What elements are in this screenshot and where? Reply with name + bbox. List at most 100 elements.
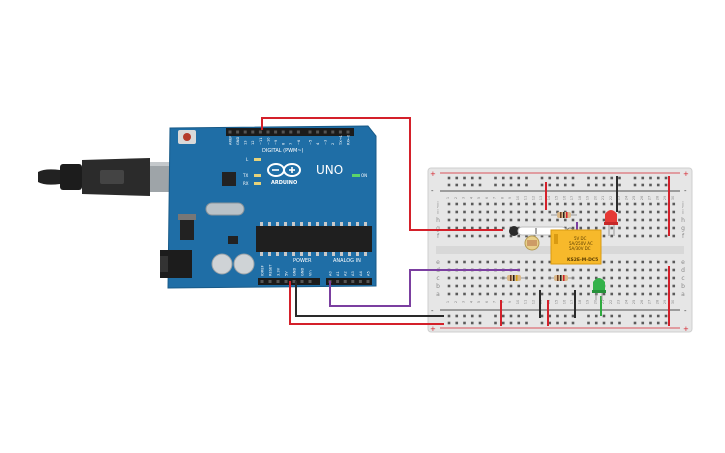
column-label: 30 [671, 195, 675, 200]
relay-part: KS2E-M-DC5 [567, 257, 598, 263]
digital-pin-label: ~5 [308, 140, 312, 145]
power-label: POWER [293, 258, 312, 264]
row-label: b [436, 283, 440, 290]
resistor [551, 212, 577, 218]
capacitor [211, 253, 233, 275]
relay: 5V DC 5A/250V AC 5A/30V DC KS2E-M-DC5 [550, 229, 602, 265]
row-label: f [437, 233, 440, 240]
row-label: a [436, 291, 440, 298]
column-label: 23 [617, 196, 621, 201]
relay-line: 5A/250V AC [569, 241, 593, 246]
column-label: 11 [524, 196, 528, 201]
digital-pin-label: 12 [251, 140, 255, 145]
digital-pin-label: 4 [316, 142, 320, 145]
column-label: 21 [601, 196, 605, 201]
column-label: 7 [493, 197, 497, 199]
column-label: 22 [609, 300, 613, 305]
power-pin-label: GND [300, 268, 304, 276]
column-label: 19 [586, 299, 590, 304]
column-label: 24 [624, 195, 628, 200]
column-label: 16 [562, 299, 566, 304]
rail-plus-symbol: + [430, 325, 436, 333]
column-label: 20 [593, 195, 597, 200]
column-label: 18 [578, 299, 582, 304]
column-label: 10 [516, 195, 520, 200]
column-label: 6 [485, 300, 489, 303]
column-label: 9 [508, 196, 512, 199]
wire-black-gnd [295, 281, 444, 317]
column-label: 27 [648, 196, 652, 201]
capacitor [233, 253, 255, 275]
crystal [205, 202, 245, 216]
power-pin-label: GND [292, 268, 296, 276]
brand-label: ARDUINO [271, 180, 297, 186]
led-green [592, 278, 606, 300]
wire-red-5v [289, 281, 444, 325]
analog-pin-label: A3 [351, 271, 355, 276]
wire-red-signal [261, 117, 503, 231]
column-label: 15 [555, 196, 559, 201]
column-label: 2 [454, 197, 458, 199]
column-label: 12 [531, 300, 535, 305]
wires [261, 117, 670, 326]
column-label: 13 [539, 196, 543, 201]
column-label: 10 [516, 299, 520, 304]
column-label: 11 [524, 300, 528, 305]
power-pin-label: Vin [308, 270, 312, 276]
digital-pin-label: 8 [282, 142, 286, 145]
column-label: 28 [655, 195, 659, 200]
column-label: 8 [500, 196, 504, 199]
column-label: 17 [570, 196, 574, 201]
atmega-chip [256, 226, 372, 252]
row-label: j [681, 201, 684, 208]
column-label: 17 [570, 300, 574, 305]
power-pin-label: 5V [284, 271, 288, 276]
digital-pin-label: ~11 [259, 137, 263, 145]
column-label: 3 [462, 197, 466, 199]
column-label: 5 [477, 197, 481, 199]
row-label: j [436, 201, 439, 208]
column-label: 14 [547, 195, 551, 200]
column-label: 23 [617, 300, 621, 305]
digital-pin-label: RX←0 [346, 134, 350, 145]
row-label: c [436, 275, 439, 282]
column-label: 3 [462, 301, 466, 303]
power-pin-label: IOREF [260, 265, 264, 276]
rail-plus-symbol: + [683, 325, 689, 333]
column-label: 30 [671, 299, 675, 304]
row-label: a [681, 291, 685, 298]
column-label: 1 [446, 301, 450, 303]
column-label: 12 [531, 196, 535, 201]
rail-plus-symbol: + [430, 170, 436, 178]
row-label: i [682, 209, 684, 216]
model-label: UNO [316, 163, 343, 177]
rail-minus-symbol: - [684, 307, 687, 315]
column-label: 4 [469, 300, 473, 303]
arduino-logo [267, 163, 301, 177]
rail-minus-symbol: - [431, 307, 434, 315]
column-label: 25 [632, 300, 636, 305]
usb-chip [222, 172, 236, 186]
column-label: 26 [640, 195, 644, 200]
row-label: e [436, 259, 440, 266]
power-pin-label: 3.3V [276, 267, 280, 276]
digital-pin-label: AREF [228, 136, 232, 145]
column-label: 26 [640, 299, 644, 304]
photoresistor [524, 235, 540, 251]
digital-pin-label: GND [236, 137, 240, 145]
column-label: 29 [663, 299, 667, 304]
digital-pin-label: ~3 [324, 140, 328, 145]
column-label: 24 [624, 299, 628, 304]
components: 5V DC 5A/250V AC 5A/30V DC KS2E-M-DC5 [500, 210, 618, 300]
digital-pin-label: ~10 [266, 137, 270, 145]
led-on-label: ON [361, 173, 367, 178]
relay-line: 5A/30V DC [569, 246, 591, 251]
column-label: 4 [469, 196, 473, 199]
led-rx-label: RX [243, 181, 249, 186]
row-label: f [682, 233, 685, 240]
wire-purple-a0 [329, 269, 520, 307]
digital-label: DIGITAL (PWM~) [262, 148, 304, 154]
rail-minus-symbol: - [431, 187, 434, 195]
row-label: g [436, 225, 440, 232]
